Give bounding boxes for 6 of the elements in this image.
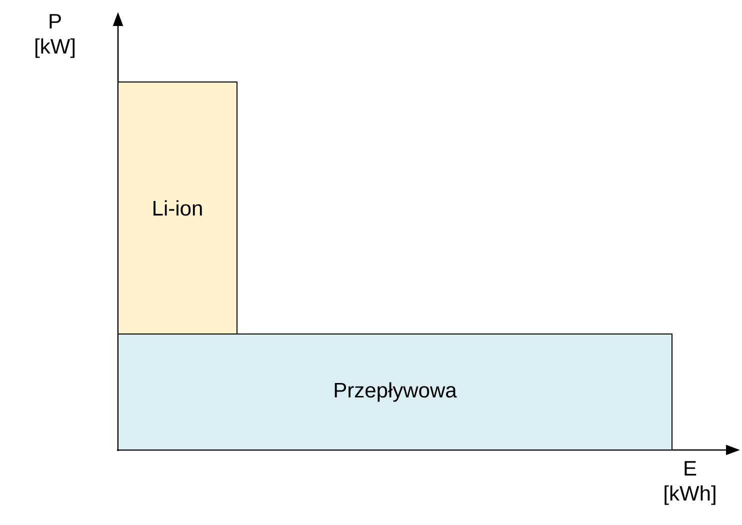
box-label: Li-ion (154, 200, 202, 216)
bar-box (118, 82, 238, 334)
box-label: Przepływowa (334, 382, 457, 402)
axis-label: E [kWh] (664, 461, 716, 505)
axis-label: P [kW] (36, 14, 75, 58)
bar-box (118, 334, 672, 450)
